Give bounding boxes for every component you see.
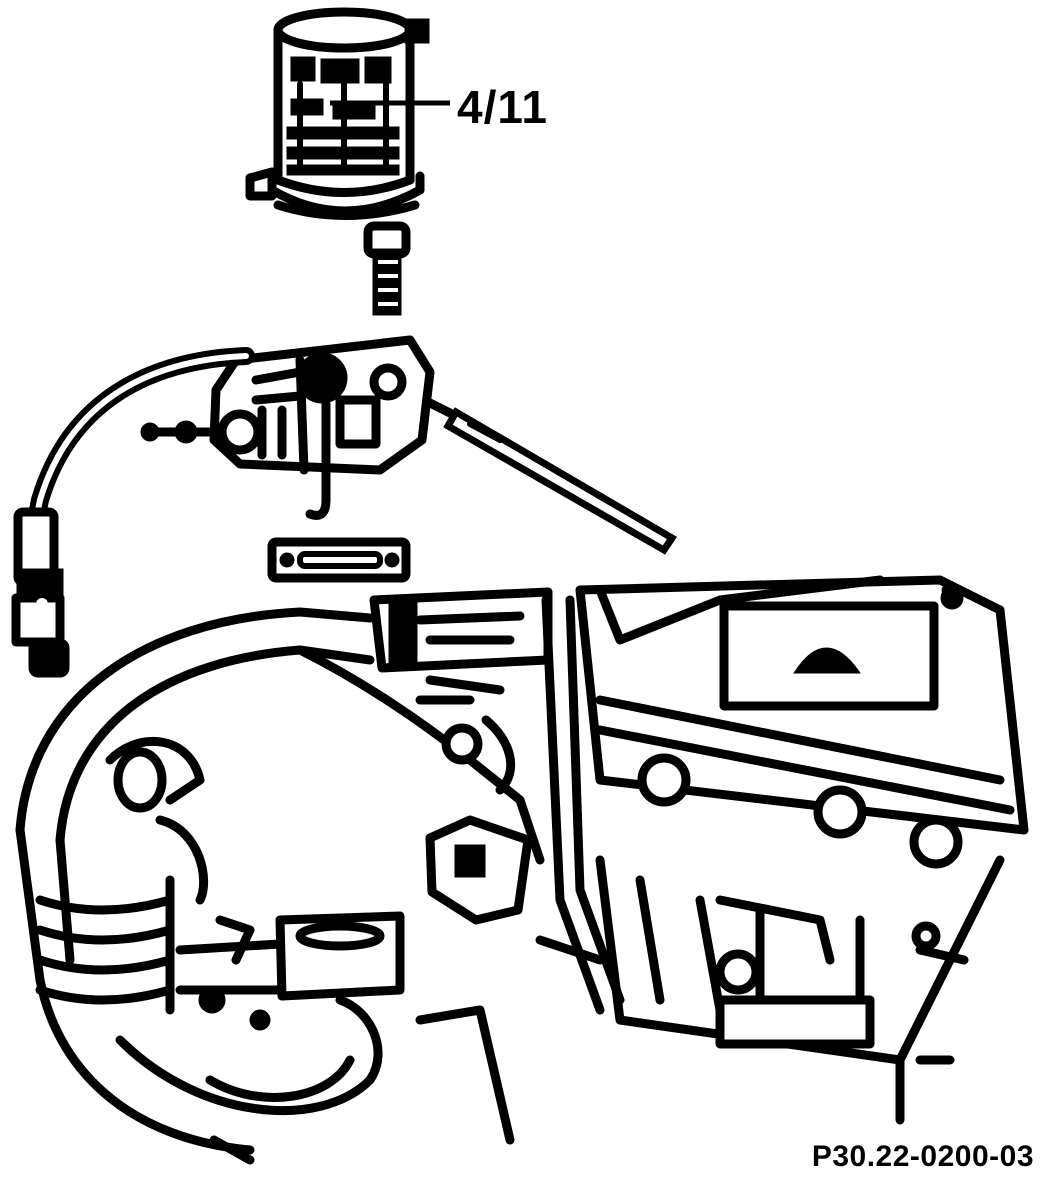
linkage-block [140, 335, 677, 555]
figure-reference-code: P30.22-0200-03 [811, 1140, 1034, 1173]
component-slots [286, 56, 400, 176]
bowden-cable [11, 347, 255, 678]
engine-assembly [15, 575, 1029, 1165]
bolt [363, 221, 411, 316]
callout-label-4-11: 4/11 [457, 81, 548, 133]
component-4-11 [245, 7, 430, 220]
gasket [267, 537, 411, 583]
